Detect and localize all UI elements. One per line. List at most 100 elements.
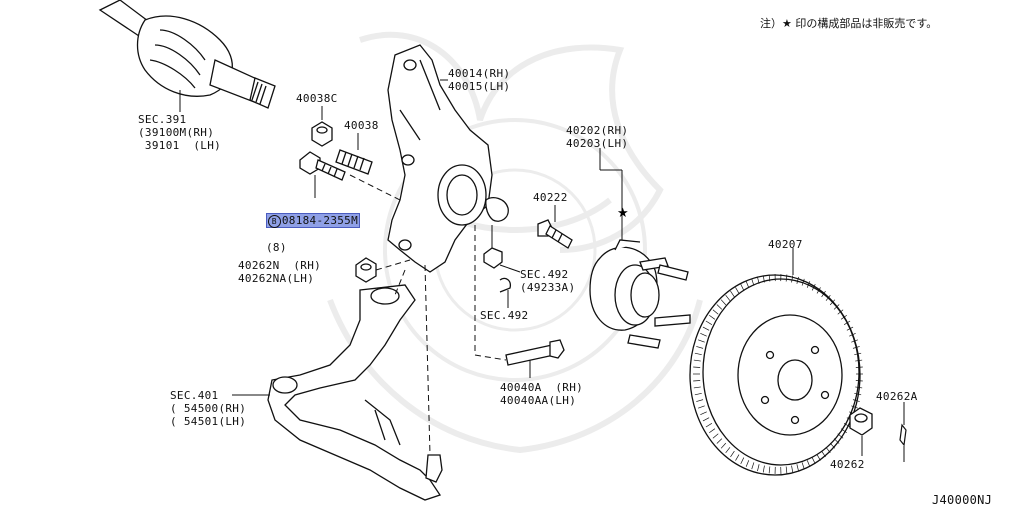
bolt-circle-b-icon: B <box>267 215 281 228</box>
rotor-vane-line <box>843 320 851 326</box>
rotor-vane-line <box>816 454 821 461</box>
rotor-vane-line <box>833 438 840 444</box>
label-40207: 40207 <box>768 238 803 251</box>
bolt-08184 <box>299 151 346 181</box>
nut-40038c <box>311 121 333 147</box>
nut-40262n <box>355 257 377 283</box>
label-line: ( 54500(RH) <box>170 402 247 415</box>
rotor-vane-line <box>811 283 816 291</box>
label-line: SEC.401 <box>170 389 219 402</box>
label-line: 40040A (RH) <box>500 381 584 394</box>
rotor-vane-line <box>840 314 847 320</box>
rotor-vane-line <box>757 464 760 472</box>
label-40040a: 40040A (RH)40040AA(LH) <box>500 381 583 407</box>
rotor-vane-line <box>720 442 727 449</box>
rotor-vanes <box>693 274 863 474</box>
rotor-vane-line <box>785 274 788 282</box>
rotor-vane-line <box>735 287 740 294</box>
rotor-vane-line <box>768 466 771 474</box>
label-40202: 40202(RH)40203(LH) <box>566 124 628 150</box>
cotter-pin <box>899 423 907 447</box>
label-40262: 40262 <box>830 458 865 471</box>
label-sec492b: SEC.492 <box>480 309 529 322</box>
rotor-vane-line <box>785 466 788 474</box>
rotor-vane-line <box>801 278 805 286</box>
rotor-vane-line <box>694 392 702 396</box>
label-40262a: 40262A <box>876 390 918 403</box>
label-sec492a: SEC.492(49233A) <box>520 268 575 294</box>
label-40014: 40014(RH)40015(LH) <box>448 67 510 93</box>
rotor-vane-line <box>745 460 750 467</box>
rotor-vane-line <box>702 326 710 331</box>
rotor-vane-line <box>700 411 707 415</box>
rotor-vane-line <box>855 386 863 389</box>
label-line: SEC.492 <box>520 268 569 281</box>
rotor-vane-line <box>854 392 862 396</box>
rotor-vane-line <box>740 283 745 291</box>
rotor-vane-line <box>694 352 702 356</box>
lower-arm <box>267 284 443 501</box>
rotor-vane-line <box>829 442 836 449</box>
bolt-40222 <box>537 219 573 249</box>
rotor-vane-line <box>796 464 799 472</box>
rotor-vane-line <box>852 399 860 402</box>
rotor-vane-line <box>730 290 735 298</box>
label-sec391: SEC.391(39100M(RH) 39101 (LH) <box>138 113 221 152</box>
label-line: 40015(LH) <box>448 80 511 93</box>
rotor-vane-line <box>705 422 713 428</box>
label-40038: 40038 <box>344 119 379 132</box>
rotor-vane-line <box>740 457 745 465</box>
rotor-vane-line <box>851 405 858 409</box>
brake-rotor <box>689 274 861 476</box>
star-mark: ★ <box>617 206 629 221</box>
rotor-vane-line <box>693 386 701 389</box>
rotor-vane-line <box>696 346 704 349</box>
rotor-vane-line <box>796 276 799 284</box>
label-sec401: SEC.401( 54500(RH)( 54501(LH) <box>170 389 246 428</box>
rotor-vane-line <box>791 275 794 283</box>
sec492-parts <box>483 197 511 293</box>
rotor-vane-line <box>720 299 727 306</box>
label-40222: 40222 <box>533 191 568 204</box>
rotor-vane-line <box>811 457 816 465</box>
label-line: 40040AA(LH) <box>500 394 577 407</box>
rotor-vane-line <box>806 281 811 288</box>
bolt-qty: (8) <box>266 241 287 254</box>
rotor-vane-line <box>700 333 707 337</box>
rotor-vane-line <box>806 460 811 467</box>
rotor-vane-line <box>854 352 862 356</box>
rotor-vane-line <box>768 274 771 282</box>
rotor-vane-line <box>725 447 731 454</box>
rotor-vane-line <box>851 339 858 343</box>
rotor-vane-line <box>702 417 710 422</box>
label-line: 40262NA(LH) <box>238 272 315 285</box>
rotor-vane-line <box>762 465 765 473</box>
rotor-vane-line <box>843 422 851 428</box>
label-40038c: 40038C <box>296 92 338 105</box>
rotor-vane-line <box>712 433 719 439</box>
rotor-vane-line <box>712 309 719 315</box>
rotor-vane-line <box>825 294 831 301</box>
label-line: 40014(RH) <box>448 67 511 80</box>
rotor-vane-line <box>693 359 701 362</box>
rotor-vane-line <box>757 276 760 284</box>
rotor-vane-line <box>846 326 854 331</box>
label-line: (39100M(RH) <box>138 126 215 139</box>
rotor-vane-line <box>725 294 731 301</box>
rotor-vane-line <box>801 462 805 470</box>
label-line: 40203(LH) <box>566 137 629 150</box>
bolt-part-number: 08184-2355M <box>281 214 359 227</box>
rotor-vane-line <box>837 309 844 315</box>
rotor-vane-line <box>698 405 705 409</box>
stud-40038 <box>335 149 373 175</box>
label-line: 40262N (RH) <box>238 259 322 272</box>
diagram-id: J40000NJ <box>932 493 993 507</box>
bolt-40040a <box>505 339 565 366</box>
rotor-vane-line <box>829 299 836 306</box>
rotor-vane-line <box>833 304 840 310</box>
rotor-vane-line <box>791 465 794 473</box>
